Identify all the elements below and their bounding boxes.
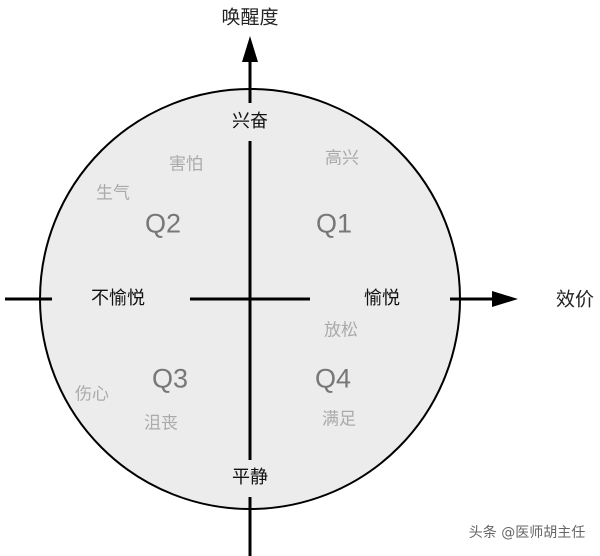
emotion-relaxed: 放松 xyxy=(324,320,358,341)
horizontal-arrowhead xyxy=(492,291,518,307)
emotion-sad: 伤心 xyxy=(75,384,109,405)
emotion-happy: 高兴 xyxy=(325,148,359,169)
pole-left-label: 不愉悦 xyxy=(90,288,146,310)
quadrant-q4-label: Q4 xyxy=(314,363,352,394)
quadrant-q2-label: Q2 xyxy=(144,208,182,239)
pole-right-label: 愉悦 xyxy=(363,288,401,310)
emotion-depressed: 沮丧 xyxy=(144,413,178,434)
pole-top-label: 兴奋 xyxy=(231,111,269,133)
emotion-content: 满足 xyxy=(322,409,356,430)
pole-bottom-label: 平静 xyxy=(231,467,269,489)
watermark: 头条 @医师胡主任 xyxy=(468,525,586,541)
quadrant-q3-label: Q3 xyxy=(151,363,189,394)
vertical-arrowhead xyxy=(242,36,258,62)
quadrant-q1-label: Q1 xyxy=(315,208,353,239)
emotion-fear: 害怕 xyxy=(169,154,203,175)
vertical-axis-title: 唤醒度 xyxy=(221,6,279,29)
horizontal-axis-title: 效价 xyxy=(555,288,595,311)
emotion-angry: 生气 xyxy=(96,183,130,204)
